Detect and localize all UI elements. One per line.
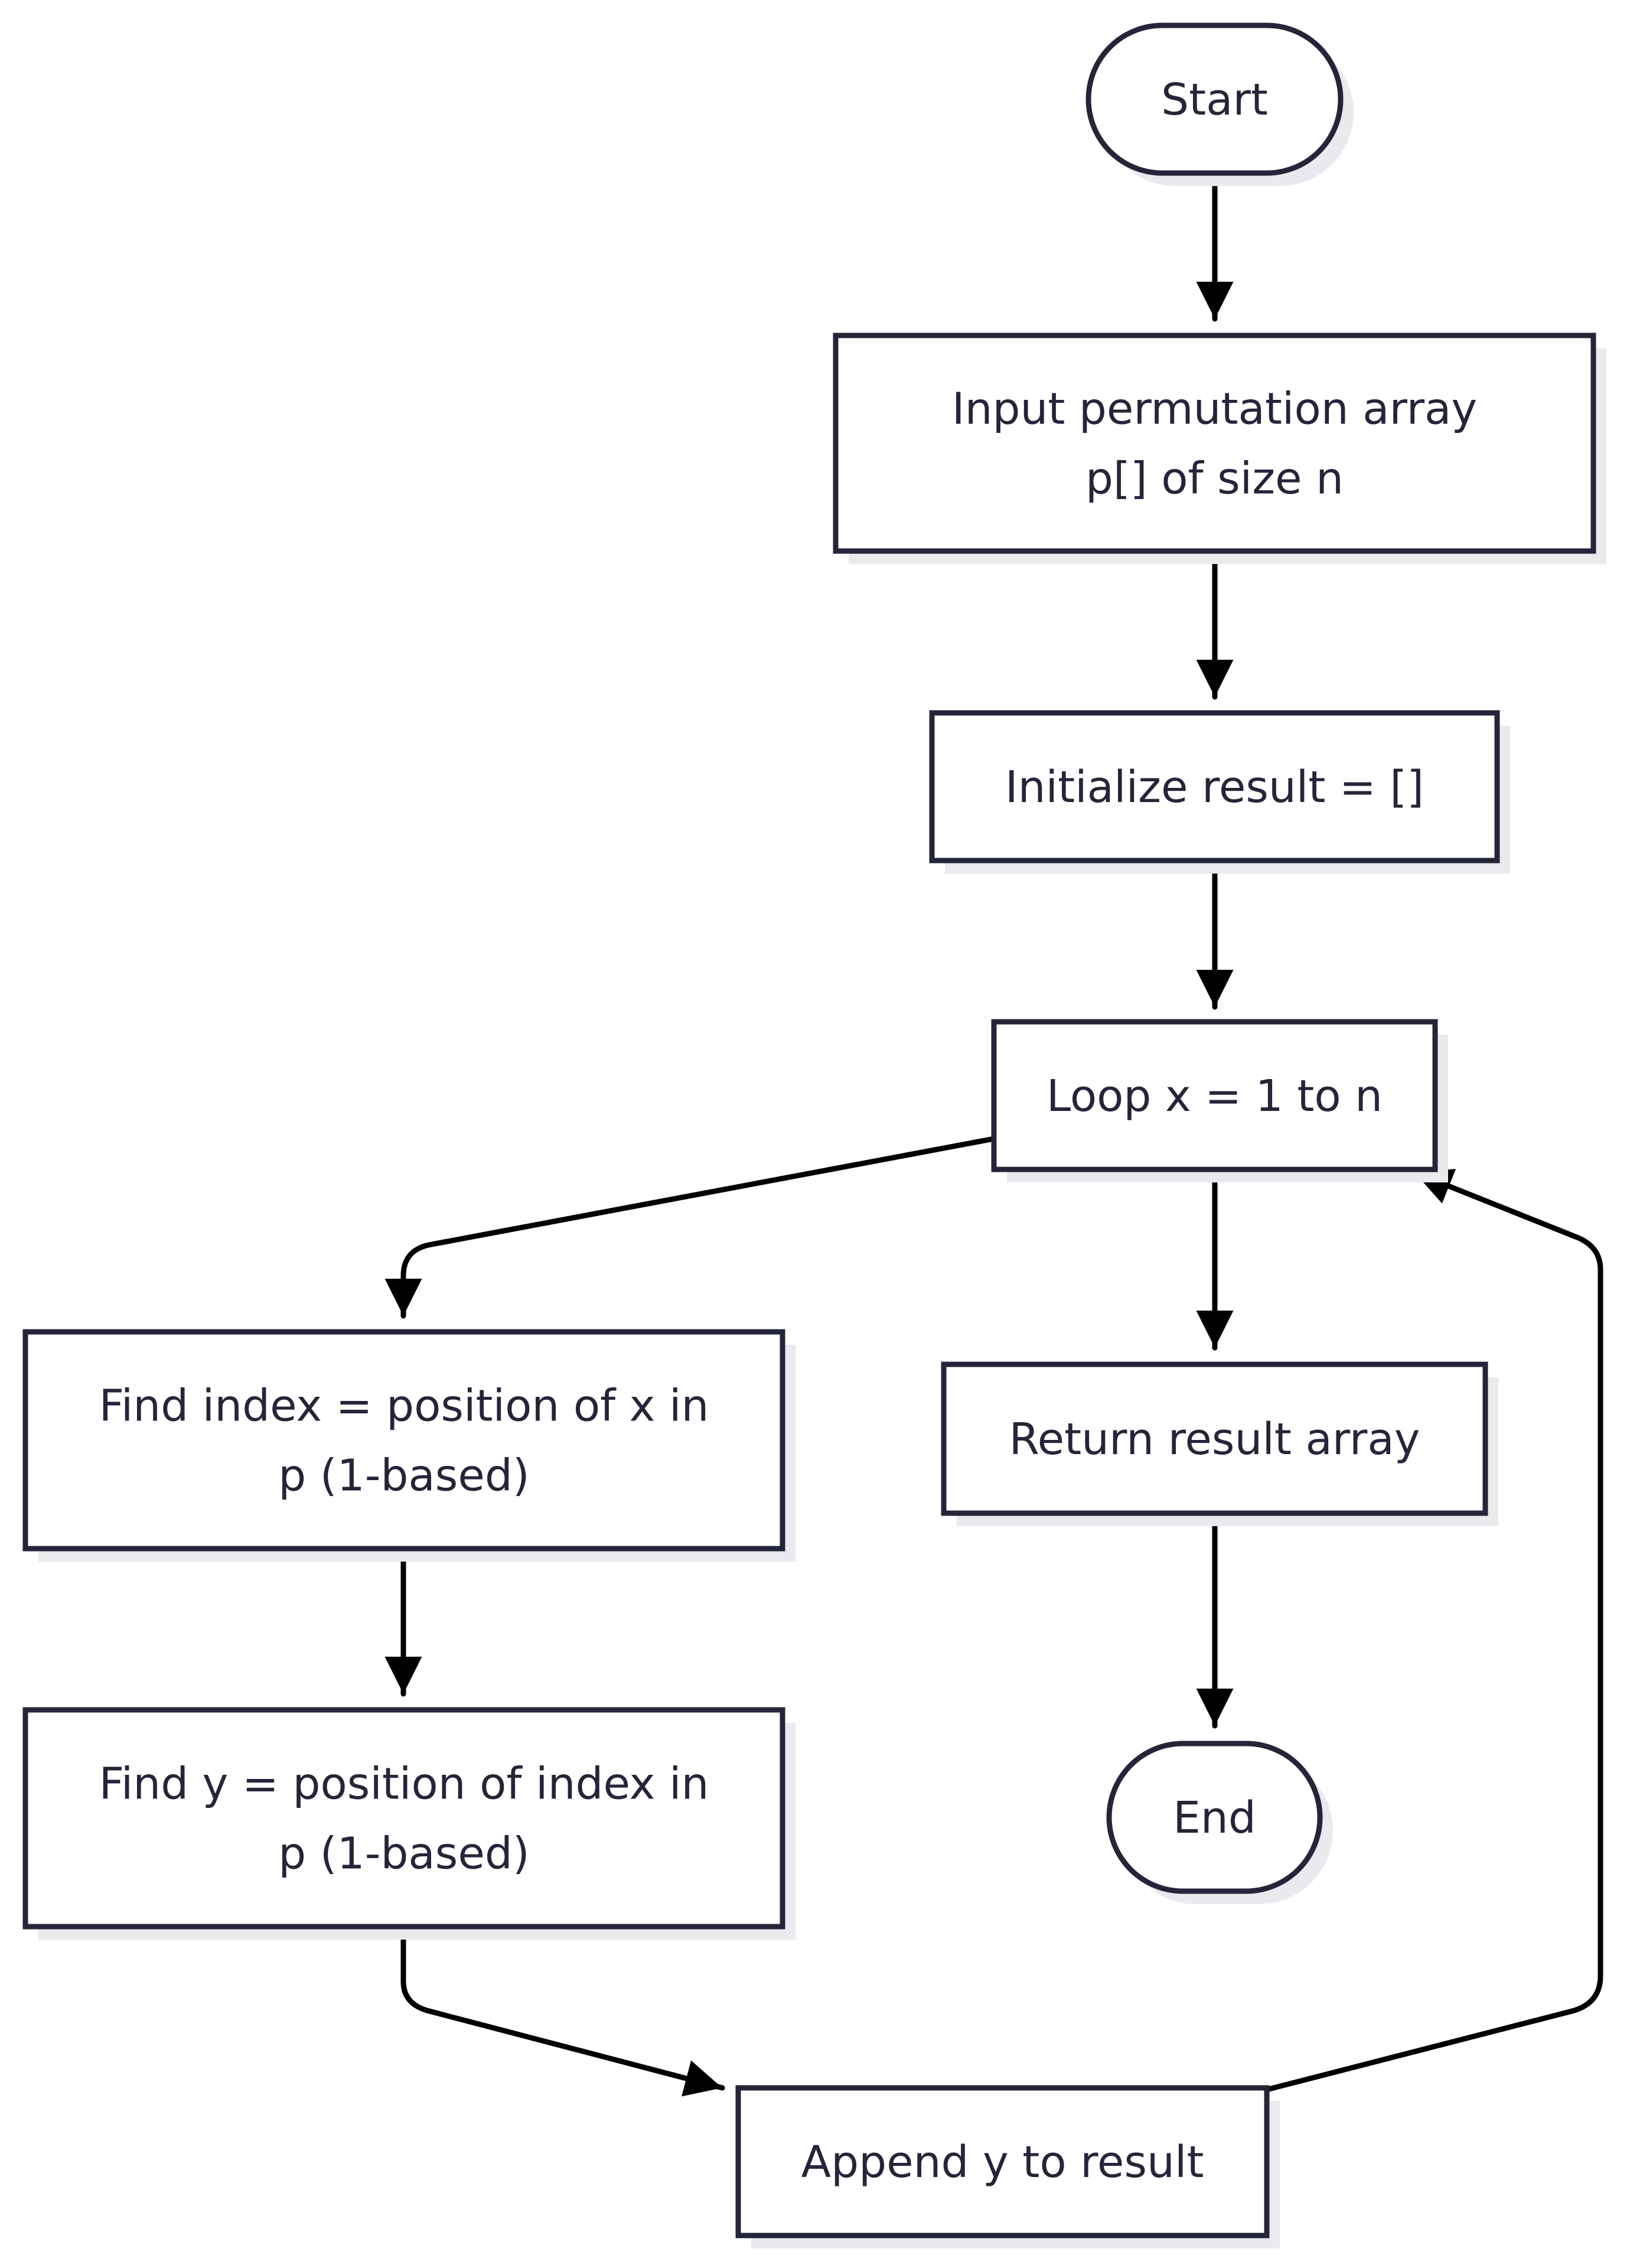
edge-find-y-to-append — [400, 1924, 725, 2097]
node-label: Loop x = 1 to n — [1047, 1071, 1383, 1122]
process-box — [833, 333, 1596, 554]
node-append: Append y to result — [735, 2085, 1280, 2249]
node-label: Append y to result — [801, 2137, 1204, 2188]
node-label: Find y = position of index in — [99, 1759, 709, 1810]
node-find-index: Find index = position of x in p (1-based) — [22, 1329, 796, 1562]
node-label: p (1-based) — [278, 1829, 529, 1879]
node-loop: Loop x = 1 to n — [991, 1019, 1448, 1182]
node-label: p[] of size n — [1085, 454, 1344, 504]
node-label: Initialize result = [] — [1005, 762, 1424, 813]
node-start: Start — [1085, 22, 1354, 186]
process-box — [941, 1361, 1488, 1516]
node-label: Start — [1161, 74, 1268, 125]
node-label: Return result array — [1009, 1414, 1420, 1465]
process-box — [735, 2085, 1270, 2238]
process-box — [22, 1329, 785, 1552]
edge-loop-to-find-index — [384, 1136, 997, 1319]
process-box — [929, 710, 1500, 863]
process-box — [991, 1019, 1438, 1172]
node-init: Initialize result = [] — [929, 710, 1510, 874]
node-find-y: Find y = position of index in p (1-based) — [22, 1707, 796, 1940]
node-end: End — [1106, 1741, 1333, 1904]
node-label: Find index = position of x in — [99, 1381, 709, 1432]
node-label: p (1-based) — [278, 1451, 529, 1501]
node-input: Input permutation array p[] of size n — [833, 333, 1606, 564]
edges — [384, 170, 1603, 2097]
node-return: Return result array — [941, 1361, 1498, 1526]
terminal-shape — [1085, 22, 1344, 176]
node-label: End — [1173, 1793, 1256, 1843]
edge-append-to-loop — [1264, 1169, 1603, 2093]
node-label: Input permutation array — [952, 384, 1477, 435]
process-box — [22, 1707, 785, 1930]
terminal-shape — [1106, 1741, 1323, 1894]
